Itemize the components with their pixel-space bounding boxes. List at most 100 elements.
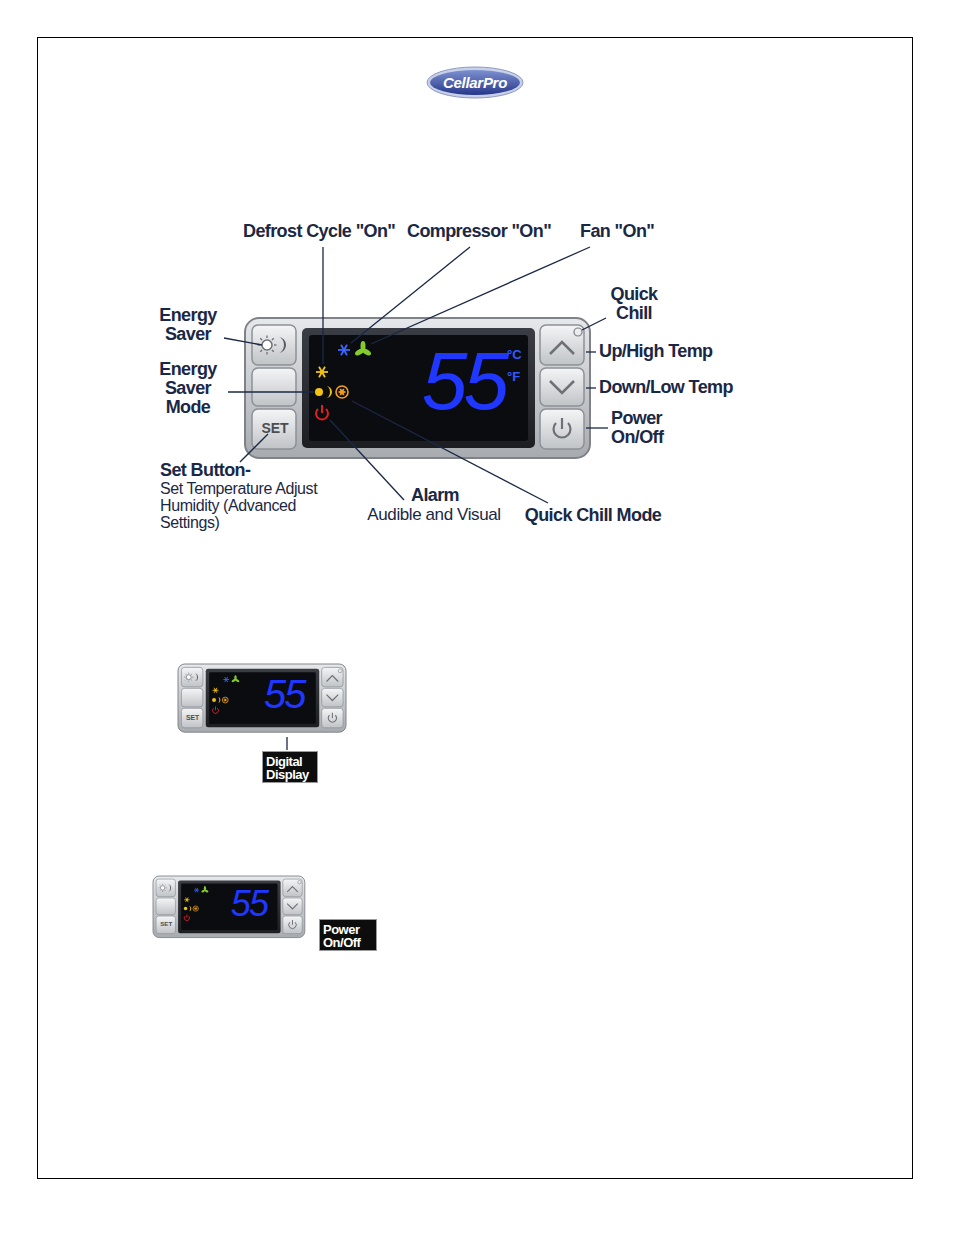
quick-chill-icon bbox=[224, 700, 227, 701]
defrost-icon bbox=[213, 690, 219, 691]
defrost-icon bbox=[215, 689, 217, 691]
energy-mode-icon bbox=[212, 698, 216, 702]
callout-label: Compressor "On" bbox=[407, 222, 551, 241]
panel-button bbox=[322, 667, 343, 686]
panel-button bbox=[252, 368, 296, 406]
sun-ray bbox=[266, 352, 267, 355]
up-arrow bbox=[550, 342, 574, 354]
quick-chill-icon bbox=[222, 697, 228, 703]
callout-label: Energy Saver bbox=[150, 306, 226, 344]
unit-indicator: °C bbox=[507, 348, 522, 362]
defrost-icon bbox=[214, 688, 217, 693]
compressor-icon bbox=[195, 888, 198, 893]
temperature-readout: 55 bbox=[251, 674, 305, 716]
quick-chill-icon bbox=[336, 386, 348, 398]
sun-ray bbox=[188, 673, 189, 674]
leader-line bbox=[240, 434, 268, 462]
power-icon-bar bbox=[561, 418, 563, 429]
tag-text: Digital Display bbox=[266, 755, 316, 781]
fan-icon bbox=[201, 889, 206, 893]
fan-icon bbox=[354, 347, 365, 356]
quick-chill-icon bbox=[224, 699, 226, 702]
sun-ray bbox=[166, 887, 167, 888]
sun-icon bbox=[186, 675, 191, 680]
quick-chill-small-icon bbox=[574, 328, 582, 336]
panel-button bbox=[540, 409, 584, 449]
panel-button bbox=[283, 916, 302, 934]
sun-ray bbox=[159, 887, 160, 888]
button-label: SET bbox=[182, 714, 203, 721]
leader-line bbox=[224, 338, 262, 345]
logo-oval-ring bbox=[427, 67, 523, 98]
moon-icon bbox=[194, 673, 198, 681]
defrost-icon bbox=[186, 899, 188, 901]
sun-ray bbox=[192, 677, 193, 678]
sun-ray bbox=[274, 344, 277, 345]
panel-button bbox=[283, 879, 302, 897]
sun-ray bbox=[185, 673, 187, 675]
callout-label: Up/High Temp bbox=[599, 342, 712, 361]
quick-chill-icon bbox=[194, 908, 197, 909]
callout-label: Fan "On" bbox=[580, 222, 654, 241]
callout-label: Quick Chill Mode bbox=[508, 506, 678, 525]
down-arrow bbox=[327, 695, 339, 701]
panel-button bbox=[181, 688, 202, 707]
down-arrow bbox=[287, 904, 298, 909]
panel-button bbox=[156, 898, 175, 915]
panel-button bbox=[156, 916, 175, 934]
quick-chill-icon bbox=[340, 389, 344, 395]
defrost-icon bbox=[319, 367, 325, 377]
sun-ray bbox=[260, 338, 262, 340]
down-arrow bbox=[550, 381, 574, 393]
callout-label: Energy Saver Mode bbox=[150, 360, 226, 417]
page-frame bbox=[38, 38, 913, 1179]
leader-line bbox=[371, 247, 590, 344]
panel-button bbox=[283, 898, 302, 915]
control-panel bbox=[153, 876, 305, 938]
callout-label: Set Button- bbox=[160, 461, 250, 480]
up-arrow bbox=[287, 887, 298, 892]
up-arrow bbox=[327, 676, 339, 682]
panel-housing bbox=[178, 664, 346, 732]
compressor-icon bbox=[195, 888, 198, 893]
leader-line bbox=[330, 420, 404, 500]
leader-line bbox=[586, 387, 596, 388]
display-screen bbox=[181, 883, 277, 930]
leader-line bbox=[351, 247, 470, 343]
sun-ray bbox=[164, 884, 166, 886]
sun-ray bbox=[162, 891, 163, 892]
alarm-icon bbox=[186, 914, 187, 918]
sun-ray bbox=[164, 890, 166, 892]
callout-label: Defrost Cycle "On" bbox=[243, 222, 395, 241]
button-label: SET bbox=[157, 921, 176, 927]
quick-chill-icon bbox=[340, 389, 344, 395]
alarm-icon bbox=[321, 405, 323, 413]
sun-ray bbox=[184, 677, 185, 678]
control-panel bbox=[178, 664, 346, 732]
logo-oval-fill bbox=[430, 70, 520, 95]
compressor-icon bbox=[225, 677, 228, 682]
display-bezel bbox=[178, 880, 281, 933]
sun-ray bbox=[266, 336, 267, 339]
energy-mode-icon bbox=[326, 386, 332, 398]
control-panel bbox=[245, 318, 590, 458]
panel-button bbox=[181, 708, 202, 727]
panel-button bbox=[181, 667, 202, 686]
compressor-icon bbox=[225, 677, 228, 682]
quick-chill-icon bbox=[193, 906, 198, 911]
defrost-icon bbox=[184, 899, 189, 900]
display-screen bbox=[309, 335, 528, 441]
callout-label: Alarm bbox=[385, 486, 485, 505]
display-screen bbox=[209, 672, 316, 724]
unit-indicator: °F bbox=[507, 370, 520, 384]
callout-description: Audible and Visual bbox=[334, 506, 534, 524]
panel-button bbox=[322, 688, 343, 707]
display-bezel bbox=[302, 328, 535, 448]
callout-label: Power On/Off bbox=[611, 409, 679, 447]
leader-line bbox=[586, 351, 596, 352]
panel-housing bbox=[153, 876, 305, 938]
sun-ray bbox=[159, 884, 161, 886]
panel-button bbox=[540, 325, 584, 365]
power-icon-bar bbox=[332, 713, 333, 718]
callout-description: Set Temperature Adjust Humidity (Advance… bbox=[160, 481, 328, 531]
